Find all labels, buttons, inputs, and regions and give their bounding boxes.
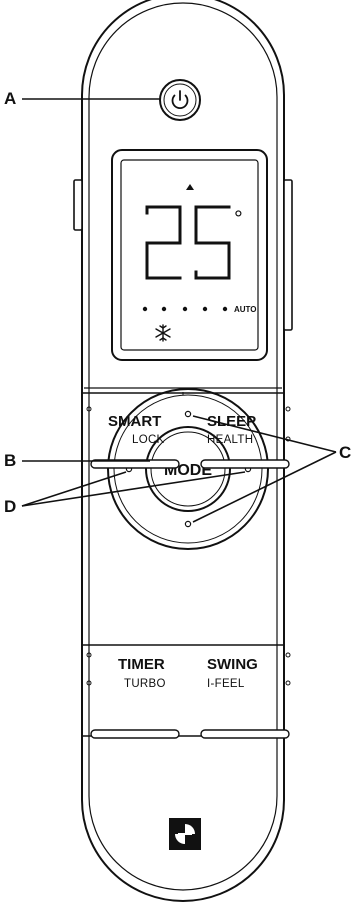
timer-turbo-button[interactable]: TIMER TURBO — [86, 652, 180, 739]
callout-c-label: C — [339, 443, 351, 462]
snowflake-icon — [155, 324, 171, 342]
right-side-button[interactable] — [283, 179, 293, 331]
callout-d: D — [4, 471, 246, 516]
button-panel: SMART LOCK SLEEP HEALTH TIMER TURBO SWIN… — [82, 387, 291, 739]
fan-auto-label: AUTO — [234, 305, 257, 314]
ifeel-label: I-FEEL — [207, 678, 245, 690]
lock-label: LOCK — [132, 434, 165, 446]
turbo-label: TURBO — [124, 678, 166, 690]
callout-a: A — [4, 89, 160, 108]
swing-label: SWING — [207, 656, 258, 673]
ring-up-button[interactable] — [184, 410, 192, 418]
left-side-button[interactable] — [73, 179, 83, 231]
temperature-digit-5 — [194, 205, 231, 280]
lcd-display: 25 ° AUTO — [111, 149, 268, 361]
temperature-digit-2 — [145, 205, 182, 280]
callout-b-label: B — [4, 451, 16, 470]
fan-speed-indicator — [142, 306, 228, 312]
electrolux-logo-icon — [169, 818, 201, 850]
degree-symbol: ° — [234, 206, 243, 231]
sleep-label: SLEEP — [207, 413, 256, 430]
smart-label: SMART — [108, 413, 161, 430]
sleep-health-button[interactable]: SLEEP HEALTH — [200, 406, 291, 469]
callout-b: B — [4, 451, 150, 470]
power-icon — [171, 90, 189, 109]
health-label: HEALTH — [207, 434, 253, 446]
swing-ifeel-button[interactable]: SWING I-FEEL — [200, 652, 291, 739]
ring-down-button[interactable] — [184, 520, 192, 528]
smart-lock-button[interactable]: SMART LOCK — [86, 406, 180, 469]
callout-a-label: A — [4, 89, 16, 108]
mode-button[interactable]: MODE — [145, 426, 231, 512]
power-button[interactable] — [159, 79, 201, 121]
timer-label: TIMER — [118, 656, 165, 673]
up-arrow-icon — [186, 184, 194, 190]
remote-body — [73, 0, 293, 902]
callout-c: C — [192, 415, 351, 523]
callout-d-label: D — [4, 497, 16, 516]
